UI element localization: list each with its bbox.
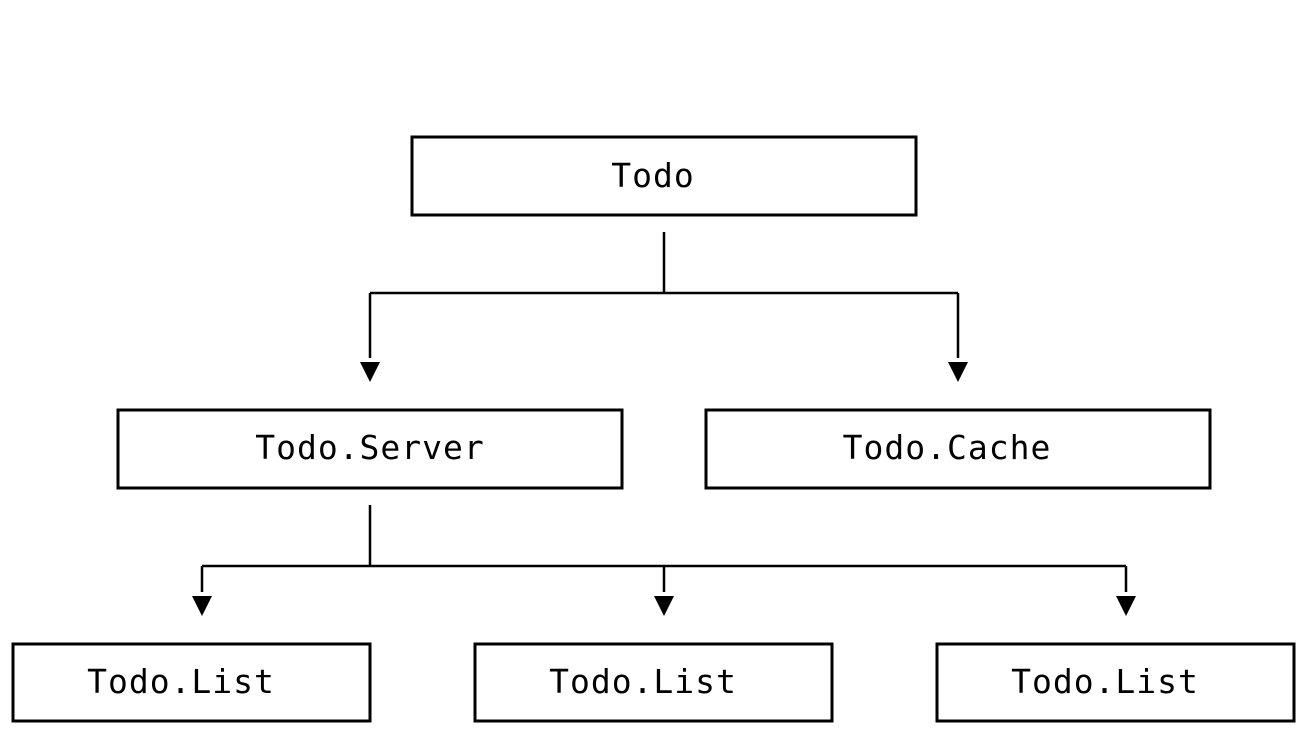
node-label: Todo.List <box>1011 662 1199 701</box>
node-box <box>473 642 834 723</box>
arrow-head-list-2 <box>654 596 674 616</box>
node-box <box>704 408 1212 490</box>
node-todo-cache: Todo.Cache <box>704 408 1212 490</box>
node-label: Todo.Cache <box>843 428 1052 467</box>
connector-line <box>200 505 1128 592</box>
node-label: Todo.Server <box>255 428 485 467</box>
node-todo-list-3: Todo.List <box>935 642 1296 723</box>
node-box <box>11 642 372 723</box>
node-box <box>935 642 1296 723</box>
node-label: Todo.List <box>87 662 275 701</box>
arrow-head-server <box>360 362 380 382</box>
arrow-head-list-3 <box>1116 596 1136 616</box>
node-label: Todo <box>611 156 694 195</box>
edge-root-to-children <box>360 232 968 382</box>
node-todo-server: Todo.Server <box>116 408 624 490</box>
node-todo: Todo <box>410 135 918 217</box>
node-label: Todo.List <box>549 662 737 701</box>
node-box <box>116 408 624 490</box>
node-todo-list-2: Todo.List <box>473 642 834 723</box>
node-box <box>410 135 918 217</box>
arrow-head-list-1 <box>192 596 212 616</box>
connector-line <box>368 232 960 358</box>
edge-server-to-lists <box>192 505 1136 616</box>
node-todo-list-1: Todo.List <box>11 642 372 723</box>
arrow-head-cache <box>948 362 968 382</box>
